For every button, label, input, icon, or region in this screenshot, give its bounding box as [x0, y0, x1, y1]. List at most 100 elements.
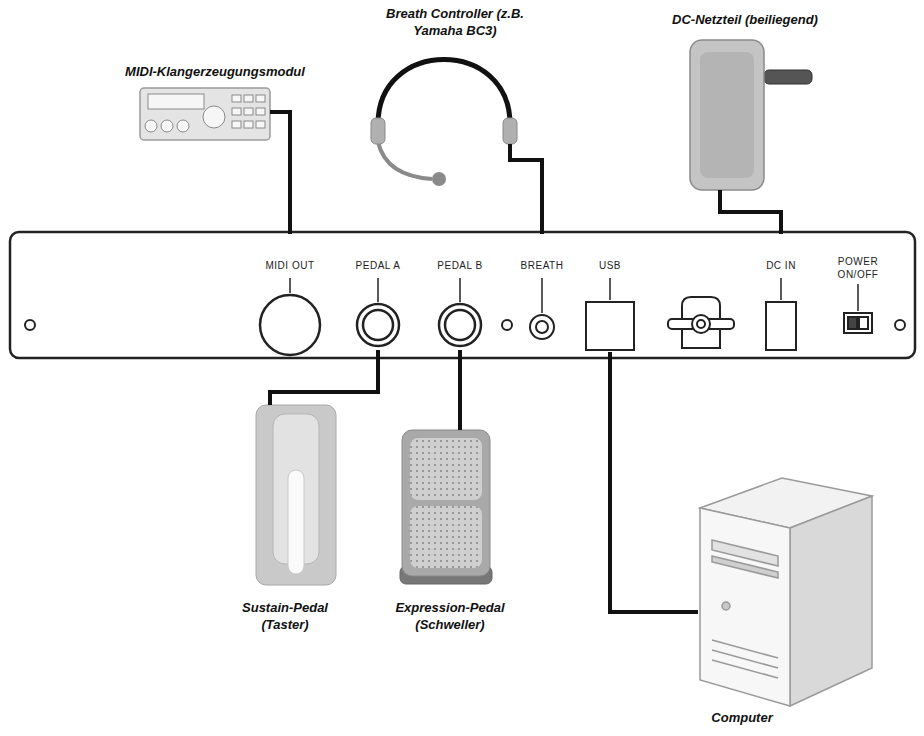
breath-controller: [378, 60, 510, 125]
label-tick: [609, 278, 611, 300]
jack-port: BREATH: [514, 234, 570, 345]
midi-module: [177, 120, 189, 132]
label-tick: [541, 278, 543, 313]
cable: [288, 140, 292, 234]
port-label: MIDI OUT: [255, 260, 325, 273]
port-label: USB: [580, 260, 640, 273]
breath-controller: [378, 142, 432, 179]
midi-module: [244, 95, 253, 102]
dc-socket: [766, 302, 796, 350]
midi-module: [140, 88, 270, 140]
label-tick: [459, 278, 461, 302]
dc-socket: [766, 302, 796, 350]
dc-adapter: [690, 40, 764, 190]
label-tick: [780, 278, 782, 300]
computer-tower: [712, 650, 778, 668]
jack-port: PEDAL A: [350, 234, 406, 350]
rear-panel: [25, 320, 35, 330]
computer-tower: [700, 478, 872, 706]
breath-controller: [371, 60, 517, 187]
expression-pedal: [410, 438, 482, 500]
midi-jack: [260, 295, 320, 355]
rear-panel: [502, 320, 512, 330]
cable-clamp: [668, 297, 734, 348]
sound-module: MIDI-Klangerzeugungsmodul: [120, 60, 310, 140]
power-switch: POWER ON/OFF: [830, 250, 886, 340]
midi-module: [148, 94, 204, 109]
breath-jack: [530, 315, 554, 339]
dc-adapter: [764, 70, 812, 84]
breath-controller: [503, 118, 517, 144]
computer-tower: [700, 508, 790, 706]
rear-panel: [10, 232, 915, 358]
label-tick: [289, 278, 291, 293]
usb-port: USB: [580, 234, 640, 352]
port-label: DC IN: [755, 260, 807, 273]
pedal-jack: [439, 304, 481, 346]
power-switch: [844, 313, 872, 333]
cable: [510, 144, 542, 195]
port-label: POWER ON/OFF: [833, 256, 883, 281]
dc-adapter: [690, 40, 812, 190]
midi-module: [232, 121, 241, 128]
device-label: DC-Netzteil (beiliegend): [650, 12, 840, 29]
expression-pedal: [410, 506, 482, 568]
device-label: Computer: [697, 710, 787, 727]
sustain-pedal: [256, 405, 336, 585]
expression-pedal: Expression-Pedal (Schweller): [385, 430, 515, 640]
usb-port: [586, 302, 634, 350]
port-label: PEDAL A: [350, 260, 406, 273]
sustain-pedal: [256, 405, 336, 585]
pedal-jack: [363, 310, 393, 340]
port-label: PEDAL B: [432, 260, 488, 273]
midi-module: [203, 106, 225, 128]
cable: [458, 350, 462, 430]
computer-tower: [790, 496, 872, 706]
midi-module: [140, 88, 270, 140]
midi-module: [244, 121, 253, 128]
computer-tower: [712, 640, 778, 658]
power-switch: [844, 313, 872, 333]
label-tick: [857, 284, 859, 311]
midi-module: [161, 120, 173, 132]
sustain-pedal: [288, 470, 304, 574]
pedal-jack: [445, 310, 475, 340]
device-label: Breath Controller (z.B. Yamaha BC3): [380, 6, 530, 40]
expression-pedal: [400, 430, 492, 584]
breath-jack: [530, 315, 554, 339]
cable: [720, 200, 781, 234]
cable-clamp: [697, 320, 705, 328]
sustain-pedal: Sustain-Pedal (Taster): [230, 405, 340, 640]
midi-module: [244, 108, 253, 115]
computer: Computer: [698, 470, 883, 734]
midi-module: [256, 95, 265, 102]
breath-controller: [371, 118, 385, 144]
port-label: BREATH: [514, 260, 570, 273]
computer-tower: [722, 602, 730, 610]
midi-module: [145, 120, 157, 132]
cable: [270, 350, 378, 405]
breath-controller: [432, 172, 446, 186]
breath-controller: Breath Controller (z.B. Yamaha BC3): [360, 4, 550, 195]
rear-panel: [10, 232, 915, 358]
computer-tower: [712, 660, 778, 678]
jack-port: PEDAL B: [432, 234, 488, 350]
midi-module: [256, 108, 265, 115]
device-label: Expression-Pedal (Schweller): [385, 600, 515, 634]
breath-jack: [536, 321, 548, 333]
device-label: MIDI-Klangerzeugungsmodul: [120, 64, 310, 81]
cable-clamp: [668, 319, 734, 329]
cable: [270, 112, 290, 140]
expression-pedal: [410, 438, 482, 500]
device-label: Sustain-Pedal (Taster): [230, 600, 340, 634]
midi-module: [256, 121, 265, 128]
pedal-jack: [357, 304, 481, 346]
label-tick: [377, 278, 379, 302]
power-switch: [848, 317, 857, 329]
dc-adapter: [700, 52, 754, 178]
power-switch: [859, 317, 868, 329]
midi-module: [232, 95, 241, 102]
pedal-jack: [357, 304, 399, 346]
power-adapter: DC-Netzteil (beiliegend): [650, 4, 840, 200]
